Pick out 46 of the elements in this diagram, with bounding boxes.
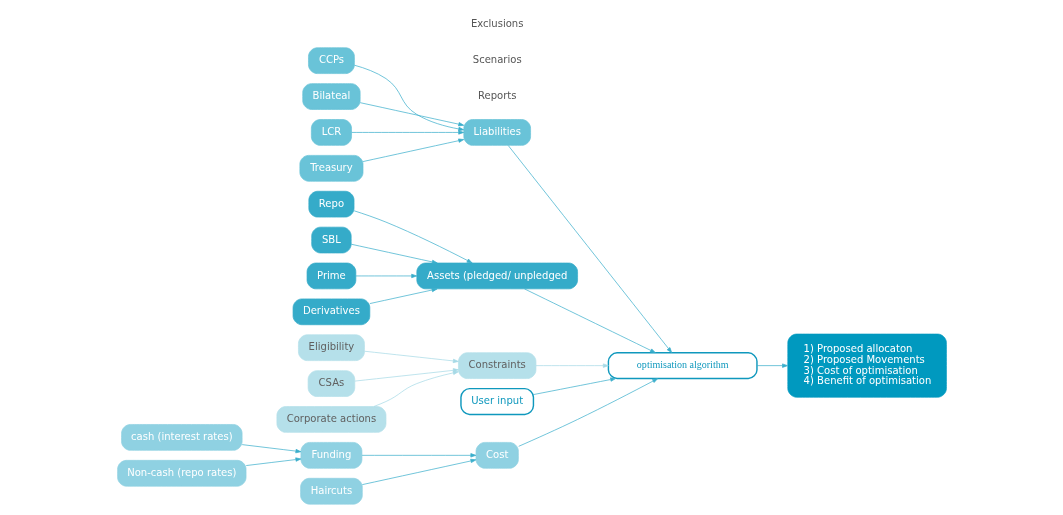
label: Exclusions (470, 17, 523, 29)
node-box: CSAs (307, 369, 355, 397)
node-box: Corporate actions (276, 405, 386, 433)
arrow (359, 101, 464, 126)
label: Reports (477, 89, 516, 101)
arrow (353, 209, 472, 263)
arrow (241, 443, 301, 453)
node-box: User input (459, 387, 534, 415)
node-box: LCR (310, 118, 352, 146)
node-box: cash (interest rates) (120, 423, 242, 451)
node-box: Constraints (457, 351, 536, 379)
arrow (523, 288, 656, 353)
node-box: CCPs (307, 46, 355, 74)
arrow (361, 452, 476, 457)
node-box: Prime (306, 262, 356, 289)
arrow (350, 129, 464, 135)
arrow (354, 367, 459, 381)
arrow (355, 273, 417, 278)
node-box: Derivatives (292, 298, 370, 325)
arrow (373, 370, 459, 407)
node-box: Non-cash (repo rates) (116, 459, 246, 487)
node-box: SBL (310, 226, 352, 253)
node-box: Bilateal (301, 82, 360, 110)
arrow (535, 363, 609, 368)
arrow (245, 456, 301, 466)
node-box: Repo (307, 190, 354, 217)
arrow (369, 287, 437, 304)
node-box: Eligibility (297, 333, 365, 361)
node-box: Cost (475, 441, 519, 469)
arrow (363, 350, 459, 363)
arrow (353, 64, 464, 131)
node-box: Funding (300, 441, 362, 469)
node-box: Haircuts (299, 477, 363, 504)
node-box: Assets (pledged/ unpledged (415, 262, 578, 289)
arrow (350, 243, 438, 264)
node-box: 1) Proposed allocaton 2) Proposed Movements 3) Cost of optimisation 4) Benefit of optimisation (786, 333, 947, 398)
arrow (532, 376, 616, 395)
node-box: Liabilities (462, 118, 531, 146)
node-box: Treasury (299, 154, 363, 182)
arrow (507, 144, 672, 353)
arrow (361, 458, 476, 485)
arrow (362, 138, 464, 162)
arrow (756, 363, 788, 368)
label: Scenarios (472, 53, 522, 65)
node-box: optimisation algorithm (607, 351, 758, 379)
arrow (517, 377, 658, 447)
